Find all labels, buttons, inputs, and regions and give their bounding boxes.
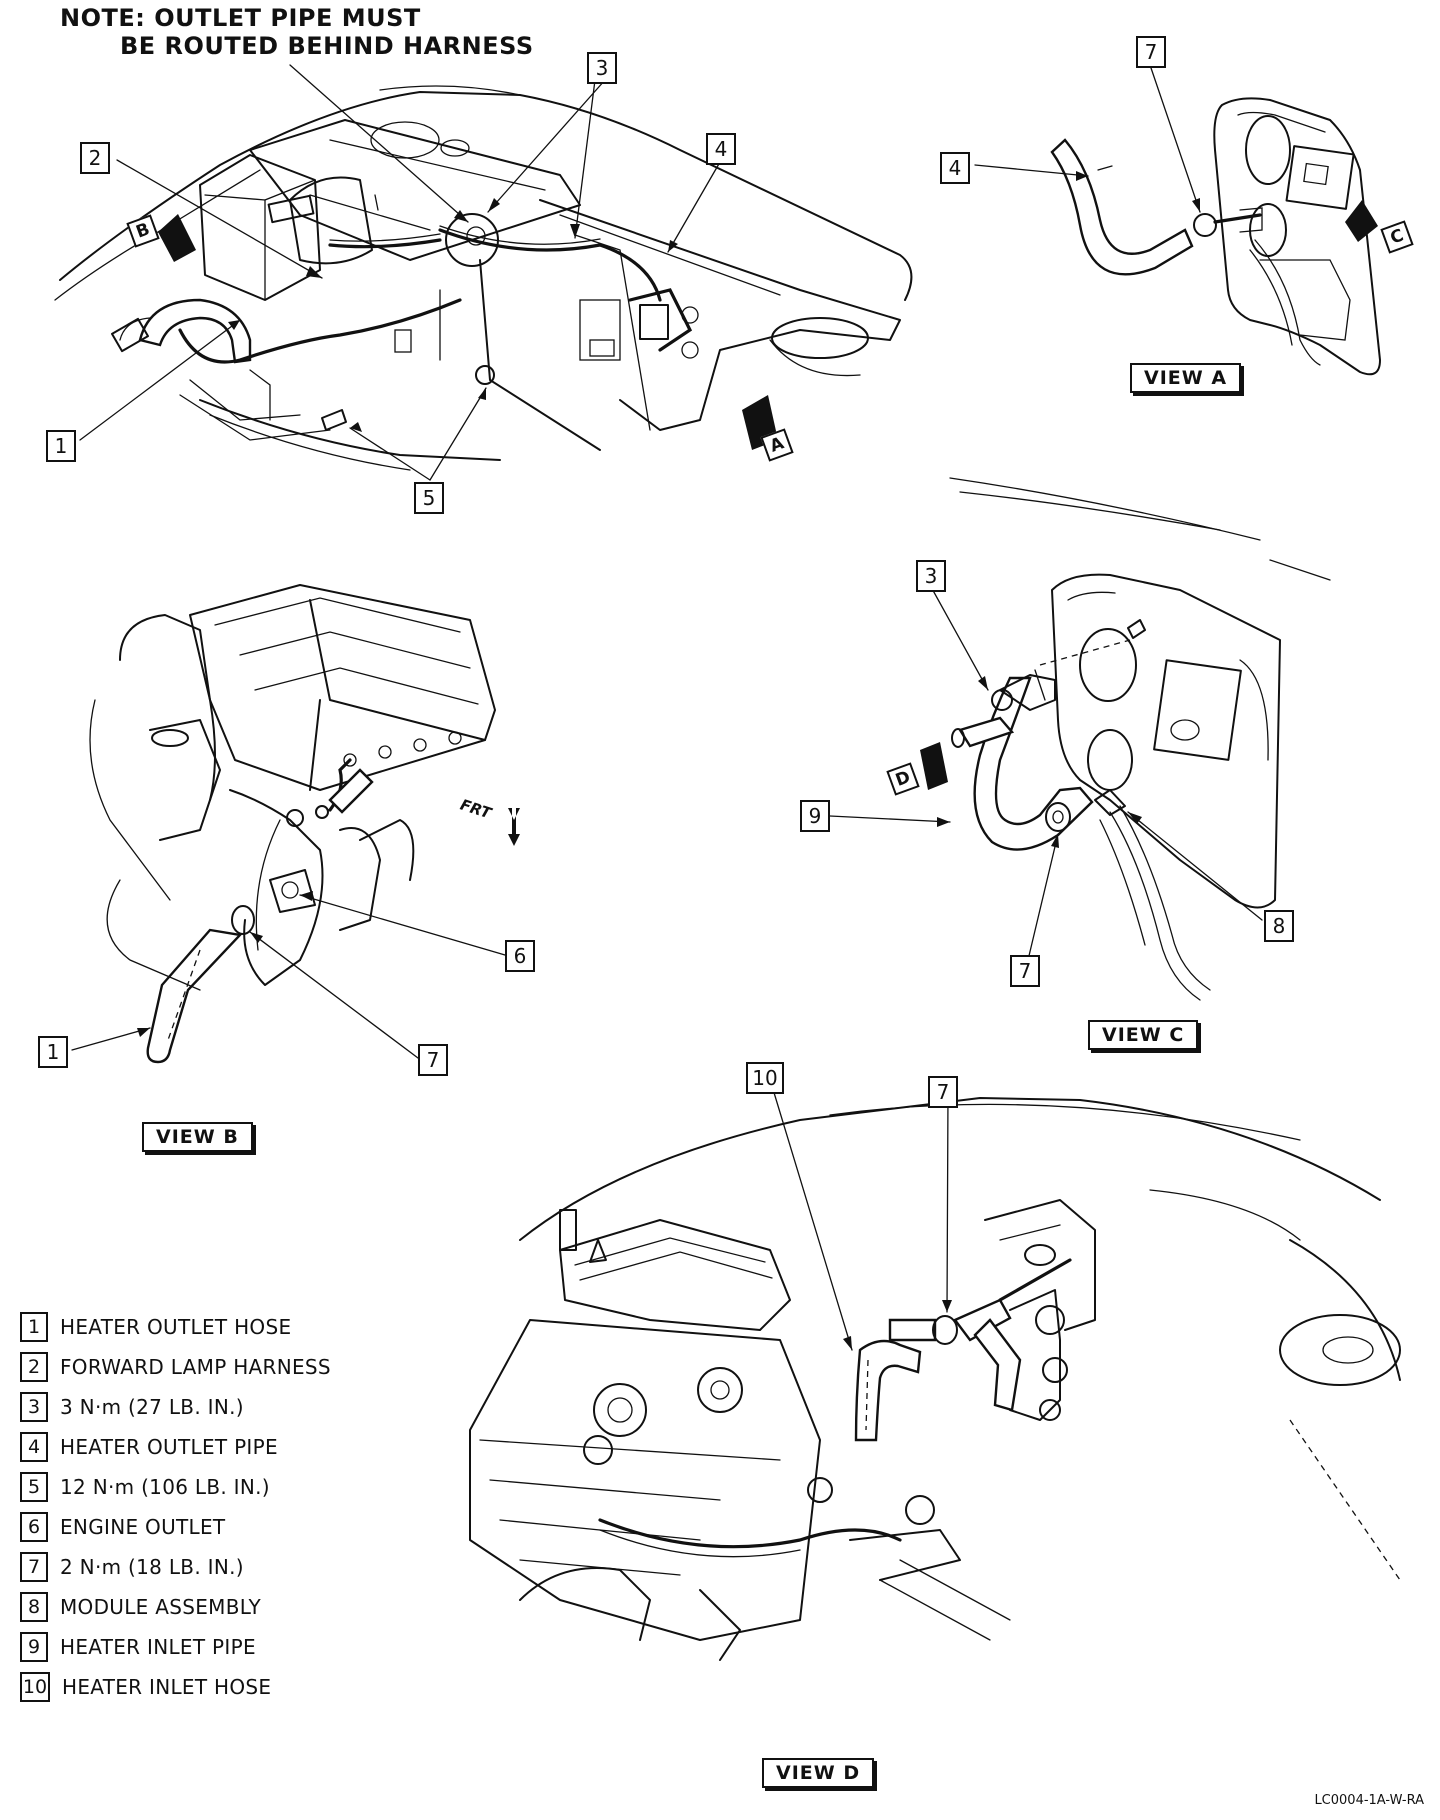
routing-note: NOTE: OUTLET PIPE MUST BE ROUTED BEHIND … [60,4,534,60]
routing-note-line2: BE ROUTED BEHIND HARNESS [120,32,534,60]
figure-id: LC0004-1A-W-RA [1314,1793,1424,1808]
callout-view-a-4: 4 [940,152,970,184]
callout-view-b-6: 6 [505,940,535,972]
legend-number: 9 [20,1632,48,1662]
callout-view-b-1: 1 [38,1036,68,1068]
view-b-drawing [71,584,520,1064]
legend-text: 2 N·m (18 LB. IN.) [60,1555,244,1579]
legend-text: HEATER INLET PIPE [60,1635,256,1659]
legend-number: 5 [20,1472,48,1502]
routing-note-line1: NOTE: OUTLET PIPE MUST [60,4,421,32]
legend-item: 7 2 N·m (18 LB. IN.) [20,1547,440,1587]
legend-number: 4 [20,1432,48,1462]
legend-number: 1 [20,1312,48,1342]
legend-text: 3 N·m (27 LB. IN.) [60,1395,244,1419]
callout-view-a-7: 7 [1136,36,1166,68]
legend-item: 3 3 N·m (27 LB. IN.) [20,1387,440,1427]
legend-item: 8 MODULE ASSEMBLY [20,1587,440,1627]
view-d-drawing [469,1085,1401,1661]
legend-item: 2 FORWARD LAMP HARNESS [20,1347,440,1387]
legend-text: HEATER OUTLET PIPE [60,1435,278,1459]
callout-view-c-9: 9 [800,800,830,832]
legend-item: 6 ENGINE OUTLET [20,1507,440,1547]
legend-item: 9 HEATER INLET PIPE [20,1627,440,1667]
legend-number: 2 [20,1352,48,1382]
legend-text: 12 N·m (106 LB. IN.) [60,1475,270,1499]
main-engine-bay-drawing [54,85,913,471]
callout-main-3: 3 [587,52,617,84]
callout-main-5: 5 [414,482,444,514]
legend-item: 4 HEATER OUTLET PIPE [20,1427,440,1467]
view-c-drawing [829,477,1331,1001]
legend-number: 8 [20,1592,48,1622]
callout-view-b-7: 7 [418,1044,448,1076]
callout-view-c-8: 8 [1264,910,1294,942]
legend-number: 10 [20,1672,50,1702]
view-b-label: VIEW B [142,1122,253,1152]
callout-view-c-7: 7 [1010,955,1040,987]
legend-number: 6 [20,1512,48,1542]
callout-view-c-3: 3 [916,560,946,592]
view-a-label: VIEW A [1130,363,1242,393]
legend-item: 5 12 N·m (106 LB. IN.) [20,1467,440,1507]
callout-main-2: 2 [80,142,110,174]
legend-number: 3 [20,1392,48,1422]
legend-number: 7 [20,1552,48,1582]
parts-legend: 1 HEATER OUTLET HOSE 2 FORWARD LAMP HARN… [20,1307,440,1707]
legend-text: MODULE ASSEMBLY [60,1595,262,1619]
legend-text: HEATER OUTLET HOSE [60,1315,292,1339]
legend-text: FORWARD LAMP HARNESS [60,1355,331,1379]
callout-main-4: 4 [706,133,736,165]
main-leader-lines [79,64,721,481]
callout-main-1: 1 [46,430,76,462]
legend-item: 10 HEATER INLET HOSE [20,1667,440,1707]
view-a-drawing [974,64,1381,376]
legend-item: 1 HEATER OUTLET HOSE [20,1307,440,1347]
legend-text: ENGINE OUTLET [60,1515,226,1539]
callout-view-d-10: 10 [746,1062,784,1094]
legend-text: HEATER INLET HOSE [62,1675,272,1699]
view-d-label: VIEW D [762,1758,875,1788]
view-c-label: VIEW C [1088,1020,1199,1050]
callout-view-d-7: 7 [928,1076,958,1108]
